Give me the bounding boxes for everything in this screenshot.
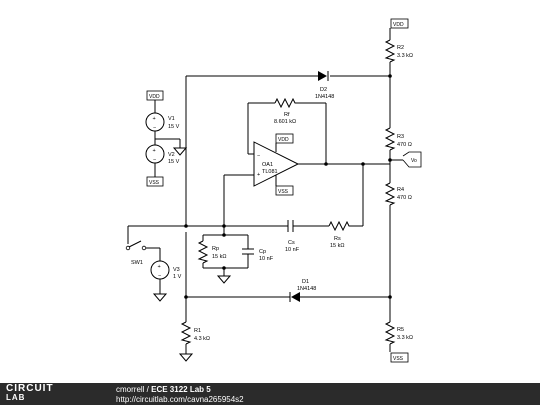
svg-text:−: − <box>158 273 161 279</box>
svg-text:VDD: VDD <box>278 137 289 143</box>
svg-text:470 Ω: 470 Ω <box>397 142 412 148</box>
svg-text:8.601 kΩ: 8.601 kΩ <box>274 119 296 125</box>
diode-d2[interactable]: D2 1N4148 <box>315 71 334 100</box>
svg-text:4.3 kΩ: 4.3 kΩ <box>194 336 210 342</box>
resistor-r4[interactable]: R4 470 Ω <box>384 182 412 206</box>
title-separator: / <box>144 385 152 394</box>
ground-icon <box>178 353 194 362</box>
svg-text:3.3 kΩ: 3.3 kΩ <box>397 335 413 341</box>
svg-text:D2: D2 <box>320 87 327 93</box>
vo-label: Vo <box>402 151 422 168</box>
svg-text:VDD: VDD <box>149 94 160 100</box>
right-rail <box>389 36 403 352</box>
svg-text:R2: R2 <box>397 45 404 51</box>
svg-text:R3: R3 <box>397 134 404 140</box>
svg-text:V3: V3 <box>173 267 180 273</box>
logo-top-text: CIRCUIT <box>6 383 54 394</box>
capacitor-cs[interactable]: Cs 10 nF <box>285 220 300 253</box>
svg-text:1 V: 1 V <box>173 274 182 280</box>
svg-text:−: − <box>257 153 260 159</box>
svg-text:Rf: Rf <box>284 112 290 118</box>
resistor-rp[interactable]: Rp 15 kΩ <box>197 240 227 264</box>
svg-text:Rs: Rs <box>334 236 341 242</box>
svg-text:Cp: Cp <box>259 249 266 255</box>
svg-text:Rp: Rp <box>212 246 219 252</box>
input-wires <box>186 164 364 227</box>
logo-bottom-text: LAB <box>6 393 26 402</box>
svg-text:VSS: VSS <box>149 180 160 186</box>
vdd-label-v1: VDD <box>146 90 164 101</box>
ground-icon <box>152 293 168 302</box>
svg-text:1N4148: 1N4148 <box>297 286 316 292</box>
svg-text:Vo: Vo <box>411 158 417 164</box>
vss-label-r5: VSS <box>390 352 409 363</box>
svg-text:VSS: VSS <box>393 356 404 362</box>
svg-text:V1: V1 <box>168 116 175 122</box>
svg-text:15 V: 15 V <box>168 159 180 165</box>
ground-icon <box>155 138 188 156</box>
diode-d1[interactable]: D1 1N4148 <box>289 279 316 302</box>
svg-text:1N4148: 1N4148 <box>315 94 334 100</box>
svg-text:+: + <box>257 172 260 178</box>
circuit-title[interactable]: ECE 3122 Lab 5 <box>151 385 211 394</box>
ground-icon <box>216 275 232 284</box>
svg-text:+: + <box>158 264 161 270</box>
capacitor-cp[interactable]: Cp 10 nF <box>242 248 274 262</box>
svg-text:VDD: VDD <box>393 22 404 28</box>
svg-text:−: − <box>153 125 156 131</box>
vss-label-oa1: VSS <box>275 175 294 196</box>
voltage-source-v1[interactable]: + − V1 15 V <box>145 112 180 132</box>
resistor-r5[interactable]: R5 3.3 kΩ <box>384 321 413 345</box>
svg-text:OA1: OA1 <box>262 162 273 168</box>
circuitlab-logo[interactable]: CIRCUIT LAB <box>6 383 54 403</box>
vdd-label-oa1: VDD <box>275 133 294 152</box>
svg-text:SW1: SW1 <box>131 260 143 266</box>
author-link[interactable]: cmorrell <box>116 385 145 394</box>
resistor-r1[interactable]: R1 4.3 kΩ <box>180 321 210 345</box>
svg-text:+: + <box>153 148 156 154</box>
resistor-r2[interactable]: R2 3.3 kΩ <box>384 39 413 63</box>
feedback-wires <box>247 102 390 165</box>
svg-text:V2: V2 <box>168 152 175 158</box>
vdd-label-r2: VDD <box>389 18 409 36</box>
vss-label-v2: VSS <box>146 176 164 187</box>
svg-text:R4: R4 <box>397 187 404 193</box>
svg-text:10 nF: 10 nF <box>285 247 300 253</box>
svg-text:R5: R5 <box>397 327 404 333</box>
schematic: VDD VSS Vo R2 3.3 kΩ R3 470 Ω R4 470 Ω R… <box>125 18 422 363</box>
svg-text:15 V: 15 V <box>168 124 180 130</box>
voltage-source-v3[interactable]: + − V3 1 V <box>150 260 182 280</box>
svg-text:D1: D1 <box>302 279 309 285</box>
svg-text:VSS: VSS <box>278 189 289 195</box>
footer-title: cmorrell / ECE 3122 Lab 5 <box>116 385 211 394</box>
svg-text:15 kΩ: 15 kΩ <box>212 254 227 260</box>
junctions <box>184 74 392 299</box>
switch-sw1[interactable]: SW1 <box>125 240 147 266</box>
footer-bar: CIRCUIT LAB cmorrell / ECE 3122 Lab 5 ht… <box>0 383 540 405</box>
svg-text:15 kΩ: 15 kΩ <box>330 243 345 249</box>
svg-text:−: − <box>153 157 156 163</box>
svg-text:+: + <box>153 116 156 122</box>
circuit-url[interactable]: http://circuitlab.com/cavna265954s2 <box>116 395 244 404</box>
svg-text:R1: R1 <box>194 328 201 334</box>
svg-text:TL081: TL081 <box>262 169 278 175</box>
voltage-source-v2[interactable]: + − V2 15 V <box>145 144 180 165</box>
resistor-r3[interactable]: R3 470 Ω <box>384 127 412 151</box>
svg-text:3.3 kΩ: 3.3 kΩ <box>397 53 413 59</box>
resistor-rf[interactable]: Rf 8.601 kΩ <box>274 97 297 125</box>
resistor-rs[interactable]: Rs 15 kΩ <box>328 220 351 249</box>
svg-text:10 nF: 10 nF <box>259 256 274 262</box>
svg-text:470 Ω: 470 Ω <box>397 195 412 201</box>
switch-wires <box>127 225 186 294</box>
svg-text:Cs: Cs <box>288 240 295 246</box>
